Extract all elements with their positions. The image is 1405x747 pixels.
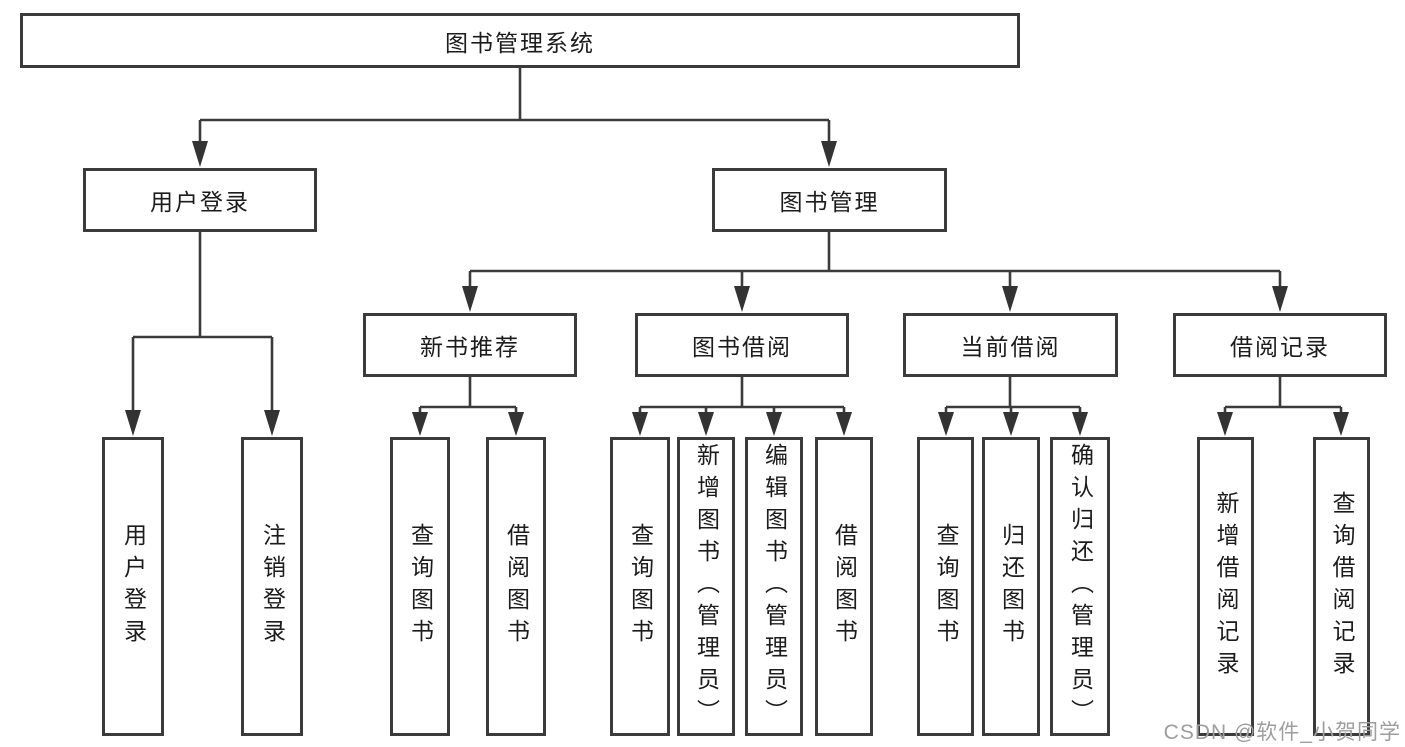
- leaf-label: 查询借阅记录: [1329, 490, 1355, 683]
- leaf-query-borrow-record: 查询借阅记录: [1313, 437, 1370, 736]
- node-borrow-records: 借阅记录: [1173, 313, 1387, 377]
- leaf-label: 查询图书: [627, 522, 654, 651]
- node-book-borrow: 图书借阅: [635, 313, 849, 377]
- leaf-label: 查询图书: [407, 522, 434, 651]
- leaf-user-login: 用户登录: [102, 437, 164, 736]
- leaf-label: 注销登录: [259, 522, 286, 651]
- leaf-label: 用户登录: [120, 522, 147, 651]
- node-label: 借阅记录: [1230, 334, 1330, 360]
- leaf-label: 确认归还（管理员）: [1067, 442, 1094, 731]
- node-label: 新书推荐: [420, 334, 520, 360]
- leaf-label: 查询图书: [933, 522, 959, 651]
- leaf-return-books: 归还图书: [982, 437, 1040, 736]
- node-new-book-recommend: 新书推荐: [363, 313, 577, 377]
- node-user-login: 用户登录: [83, 168, 317, 232]
- leaf-add-books-admin: 新增图书（管理员）: [677, 437, 735, 736]
- leaf-query-books-current: 查询图书: [917, 437, 974, 736]
- node-label: 用户登录: [150, 189, 250, 215]
- node-library-management-system: 图书管理系统: [20, 13, 1020, 68]
- node-label: 图书借阅: [692, 334, 792, 360]
- leaf-add-borrow-record: 新增借阅记录: [1197, 437, 1254, 736]
- leaf-edit-books-admin: 编辑图书（管理员）: [745, 437, 803, 736]
- leaf-label: 借阅图书: [831, 522, 858, 651]
- node-label: 图书管理系统: [445, 29, 595, 56]
- leaf-logout: 注销登录: [241, 437, 303, 736]
- node-label: 图书管理: [779, 189, 880, 215]
- leaf-label: 借阅图书: [503, 522, 530, 651]
- leaf-borrow-books-recommend: 借阅图书: [486, 437, 546, 736]
- arrowheads: [125, 141, 1349, 436]
- node-book-management: 图书管理: [712, 168, 947, 232]
- leaf-borrow-books: 借阅图书: [815, 437, 873, 736]
- leaf-label: 新增借阅记录: [1213, 490, 1239, 683]
- leaf-label: 归还图书: [998, 522, 1025, 651]
- csdn-watermark: CSDN @软件_小贺同学: [1163, 721, 1401, 744]
- leaf-confirm-return-admin: 确认归还（管理员）: [1050, 437, 1110, 736]
- node-label: 当前借阅: [960, 334, 1061, 360]
- leaf-query-books-borrow: 查询图书: [610, 437, 670, 736]
- leaf-label: 新增图书（管理员）: [693, 442, 720, 731]
- leaf-query-books-recommend: 查询图书: [390, 437, 450, 736]
- node-current-borrow: 当前借阅: [903, 313, 1118, 377]
- leaf-label: 编辑图书（管理员）: [761, 442, 788, 731]
